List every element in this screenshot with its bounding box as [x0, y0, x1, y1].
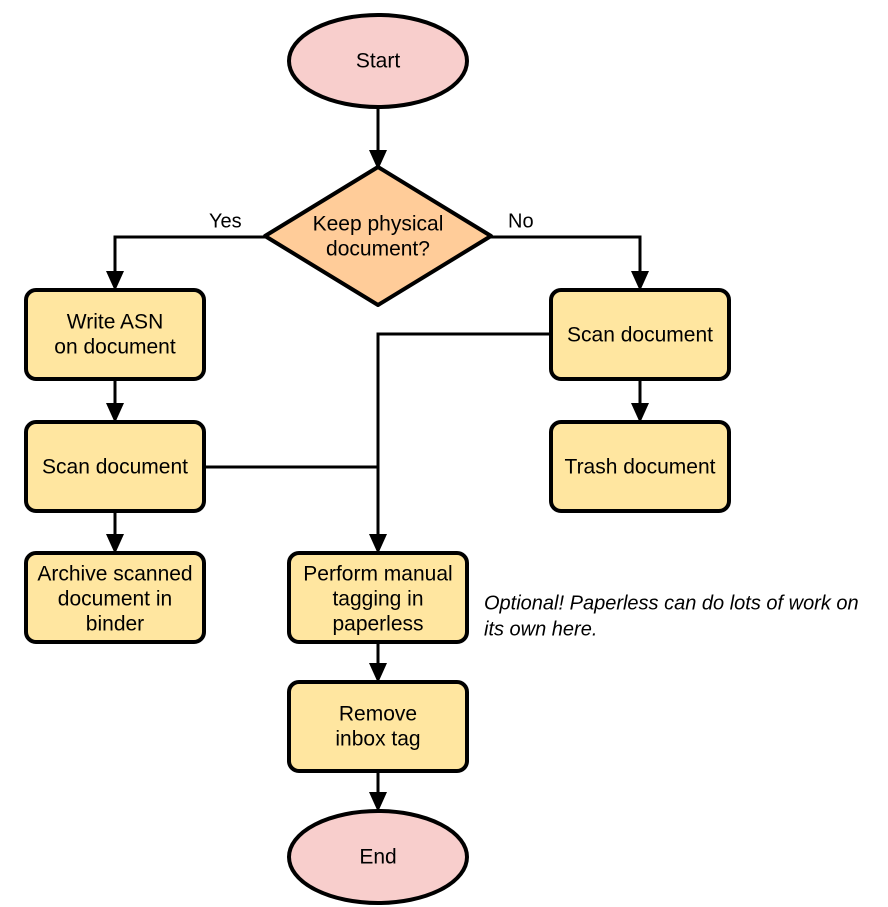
arrow-head-icon [369, 663, 387, 683]
edge-label-yes: Yes [209, 210, 242, 232]
edge-scan-right-to-tagging [369, 332, 551, 554]
edge-scan-right-to-trash [631, 379, 649, 423]
node-trash-document[interactable]: Trash document [549, 420, 731, 513]
edge-label-no: No [508, 210, 534, 232]
scan-document-right-label: Scan document [567, 324, 713, 347]
edge-decision-to-write-asn [106, 235, 265, 291]
node-write-asn-on-document[interactable]: Write ASN on document [24, 288, 206, 381]
remove-inbox-label-line-1: Remove [339, 703, 417, 726]
arrow-head-icon [369, 150, 387, 170]
start-terminator-shape[interactable] [287, 13, 469, 109]
node-scan-document-left[interactable]: Scan document [24, 420, 206, 513]
archive-label-line-1: Archive scanned [37, 563, 192, 586]
end-terminator-shape[interactable] [287, 809, 469, 905]
arrow-head-icon [106, 403, 124, 423]
arrow-head-icon [106, 534, 124, 554]
node-keep-physical-document[interactable]: Keep physical document? [263, 165, 493, 307]
decision-label-line-1: Keep physical [313, 213, 444, 236]
node-archive-scanned-document-in-binder[interactable]: Archive scanned document in binder [24, 551, 206, 644]
process-box-shape[interactable] [287, 680, 469, 773]
tagging-label-line-1: Perform manual [303, 563, 452, 586]
node-remove-inbox-tag[interactable]: Remove inbox tag [287, 680, 469, 773]
scan-document-left-label: Scan document [42, 456, 188, 479]
yes-label: Yes [209, 210, 242, 232]
process-box-shape[interactable] [24, 551, 206, 644]
no-label: No [508, 210, 534, 232]
arrow-head-icon [631, 271, 649, 291]
optional-note-line-1: Optional! Paperless can do lots of work … [484, 592, 859, 614]
process-box-shape[interactable] [287, 551, 469, 644]
process-box-shape[interactable] [549, 420, 731, 513]
arrow-head-icon [369, 534, 387, 554]
write-asn-label-line-1: Write ASN [67, 311, 163, 334]
remove-inbox-label-line-2: inbox tag [335, 728, 420, 751]
process-box-shape[interactable] [24, 288, 206, 381]
edge-write-asn-to-scan-left [106, 379, 124, 423]
annotation-optional-note: Optional! Paperless can do lots of work … [484, 592, 859, 640]
arrow-head-icon [106, 271, 124, 291]
archive-label-line-2: document in [58, 588, 172, 611]
edge-remove-inbox-to-end [369, 771, 387, 812]
archive-label-line-3: binder [86, 613, 144, 636]
tagging-label-line-2: tagging in [332, 588, 423, 611]
process-box-shape[interactable] [24, 420, 206, 513]
edge-scan-left-to-archive [106, 511, 124, 554]
write-asn-label-line-2: on document [54, 336, 176, 359]
process-box-shape[interactable] [549, 288, 731, 381]
arrow-head-icon [369, 792, 387, 812]
node-end[interactable]: End [287, 809, 469, 905]
optional-note-line-2: its own here. [484, 618, 597, 640]
node-scan-document-right[interactable]: Scan document [549, 288, 731, 381]
node-start[interactable]: Start [287, 13, 469, 109]
edge-start-to-decision [369, 107, 387, 170]
start-label: Start [356, 50, 401, 73]
end-label: End [359, 846, 396, 869]
decision-label-line-2: document? [326, 238, 430, 261]
trash-document-label: Trash document [565, 456, 716, 479]
edge-tagging-to-remove-inbox [369, 642, 387, 683]
arrow-head-icon [631, 403, 649, 423]
tagging-label-line-3: paperless [332, 613, 423, 636]
decision-diamond-shape[interactable] [263, 165, 493, 307]
edge-decision-to-scan-right [491, 235, 649, 291]
node-perform-manual-tagging-in-paperless[interactable]: Perform manual tagging in paperless [287, 551, 469, 644]
